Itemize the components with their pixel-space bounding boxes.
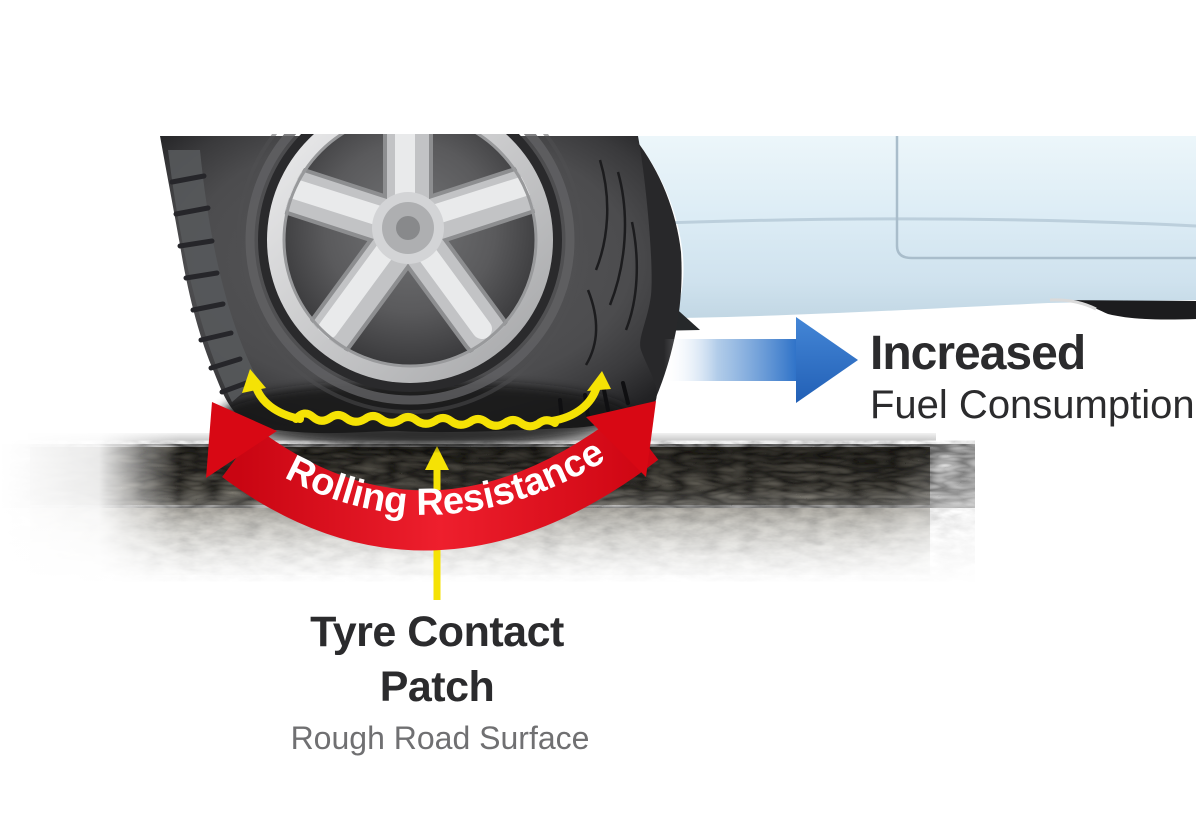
banner-arrowhead-right (586, 401, 656, 477)
sidewall-sipes (584, 159, 639, 366)
increased-label: Increased (870, 327, 1085, 380)
spoke-highlight (282, 134, 538, 339)
hub-center (396, 216, 420, 240)
sill-highlight (1049, 298, 1097, 311)
wheel-spokes (282, 134, 538, 358)
wave-hook-left-head (242, 369, 266, 393)
car-body-crease (635, 217, 1196, 228)
sidewall-ring-outer (236, 134, 584, 414)
tyre-contact-label-line2: Patch (380, 663, 495, 711)
rim-inner-ring (282, 134, 538, 368)
blue-arrow-head (796, 317, 858, 403)
wave-line (292, 409, 559, 431)
banner-band (222, 412, 659, 551)
car-body (623, 136, 1196, 331)
banner-arrowhead-left (206, 402, 277, 478)
fuel-consumption-label: Fuel Consumption (870, 383, 1195, 427)
tyre (160, 134, 682, 446)
car-side-sill (1050, 300, 1196, 320)
wave-hook-right-head (587, 371, 611, 391)
car-body-panel (633, 136, 1196, 318)
contact-patch-wave (242, 369, 611, 431)
pointer-arrow-head (425, 446, 449, 470)
road-fade-bottom (0, 488, 1196, 600)
increased-fuel-arrow (664, 317, 858, 403)
tread-left-band (168, 150, 258, 402)
blue-arrow-shaft (664, 339, 797, 381)
wave-hook-right (548, 382, 601, 425)
tyre-contact-label-line1: Tyre Contact (310, 608, 564, 656)
tread-slashes (169, 173, 252, 395)
car-door-seam (895, 136, 1196, 260)
labels: Increased Fuel Consumption Tyre Contact … (291, 327, 1195, 756)
sidewall-ring (245, 134, 575, 405)
rough-road-surface-label: Rough Road Surface (291, 720, 590, 756)
road-strip-edge (28, 445, 936, 448)
wheel-rim (258, 134, 562, 392)
